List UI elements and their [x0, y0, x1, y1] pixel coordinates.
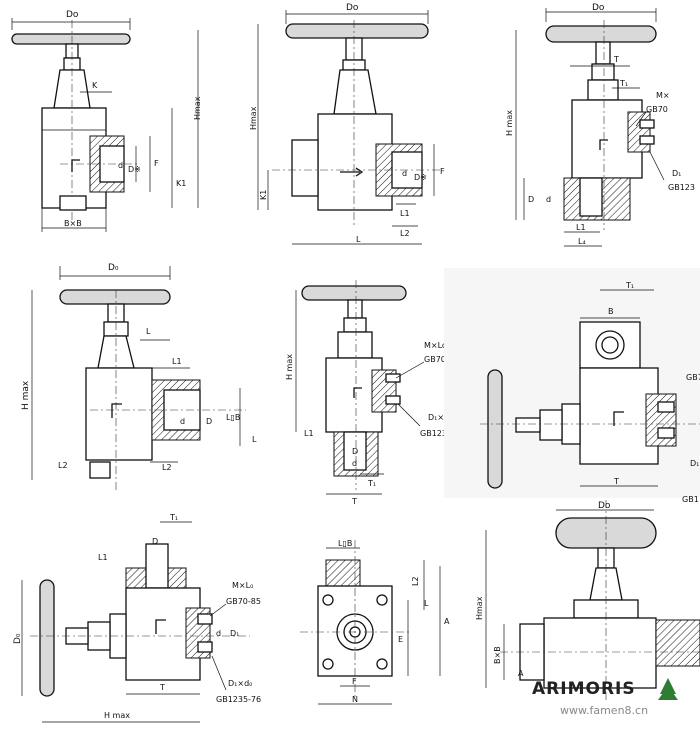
watermark: ARIMORIS www.famen8.cn: [532, 678, 678, 717]
label-l4-3: L₄: [578, 237, 586, 246]
label-l1-5: L1: [304, 429, 314, 438]
label-t1-3: T₁: [619, 79, 628, 88]
label-d1-3: D₁: [672, 169, 681, 178]
label-d0-4: D₀: [108, 263, 119, 273]
panel-side-valve-2: T₁ D d L1 M×L₀ GB70-85 d D₁ D₁×d₀ GB1235…: [13, 513, 261, 723]
panel-flange-view: L▯B F N E L2 L A: [300, 539, 450, 705]
watermark-url: www.famen8.cn: [560, 704, 648, 717]
label-dx-2: D※: [414, 173, 427, 182]
label-l-4b: L: [252, 435, 257, 444]
label-f-2: F: [440, 167, 445, 176]
label-dx-1: D※: [128, 165, 141, 174]
panel-needle-valve-2: M×Lo GB70-85 D₁×do GB1235-76 D d T₁ T L1…: [285, 280, 465, 506]
label-gb123576-7: GB1235-76: [216, 695, 261, 704]
label-do-7: D₀: [13, 633, 23, 644]
label-llb-8: L▯B: [338, 539, 352, 548]
label-k1-1: K1: [176, 179, 186, 188]
label-f-1: F: [154, 159, 159, 168]
label-do: Do: [66, 10, 79, 20]
label-gb7085-5: GB70-85: [424, 355, 459, 364]
label-do-9: Do: [598, 501, 611, 511]
label-l2-2: L2: [400, 229, 410, 238]
label-l1-2: L1: [400, 209, 410, 218]
label-hmax-5: H max: [285, 354, 294, 380]
label-k-1: K: [92, 81, 98, 90]
label-l1-3: L1: [576, 223, 586, 232]
label-hmax-9: Hmax: [475, 596, 484, 620]
label-gb7085-7: GB70-85: [226, 597, 261, 606]
label-hmax-7: H max: [104, 711, 130, 720]
label-t-7: T: [159, 683, 165, 692]
label-b-6: B: [608, 307, 614, 316]
label-gb1235-5: GB1235-76: [420, 429, 465, 438]
label-D1-7: D₁: [230, 629, 239, 638]
panel-side-valve-1: T₁ B GB70 D₁ GB1 T: [444, 268, 700, 504]
label-l1-4: L1: [172, 357, 182, 366]
label-hmax-3: H max: [505, 110, 514, 136]
label-l2-8: L2: [411, 576, 420, 586]
label-l2-4a: L2: [58, 461, 68, 470]
label-mxlo-5: M×Lo: [424, 341, 447, 350]
label-l-4: L: [146, 327, 151, 336]
label-l2-4b: L2: [162, 463, 172, 472]
label-t-5: T: [351, 497, 357, 506]
label-mxl0-7: M×L₀: [232, 581, 253, 590]
label-hmax-4: H max: [21, 380, 31, 410]
label-d-4: d: [180, 417, 185, 426]
label-gb70-3: GB70: [646, 105, 668, 114]
label-d-2: d: [402, 169, 407, 178]
label-D-5: D: [352, 447, 358, 456]
label-d-big-3: D: [528, 195, 534, 204]
label-D-4: D: [206, 417, 212, 426]
label-l-8: L: [424, 599, 429, 608]
label-d1xd0-7: D₁×d₀: [228, 679, 252, 688]
label-D-7: D: [152, 537, 158, 546]
label-t1-6: T₁: [625, 281, 634, 290]
label-hmax-2: Hmax: [249, 106, 258, 130]
label-do-2: Do: [346, 3, 359, 13]
label-a-9: A: [518, 669, 524, 678]
label-d-1: d: [118, 161, 123, 170]
label-bxb-9: B×B: [493, 646, 502, 664]
label-n-8: N: [352, 695, 358, 704]
label-k1-2: K1: [259, 190, 268, 200]
panel-angle-valve-1: Do B×B D※ d F K1 K Hmax: [11, 10, 202, 232]
label-t-6: T: [613, 477, 619, 486]
panel-needle-valve-1: Do T T₁ M× GB70 D₁ GB123 D d L1 L₄ H max: [505, 3, 695, 247]
panel-straight-valve: Do K1 d D※ F L1 L2 L Hmax: [249, 3, 445, 245]
label-d-5: d: [352, 459, 357, 468]
label-mx-3: M×: [656, 91, 670, 100]
label-gb123-3: GB123: [668, 183, 695, 192]
label-e-8: E: [398, 635, 403, 644]
label-t1-5: T₁: [367, 479, 376, 488]
watermark-brand: ARIMORIS: [532, 679, 636, 699]
label-l1-7: L1: [98, 553, 108, 562]
label-d1-6: D₁: [690, 459, 699, 468]
label-do-3: Do: [592, 3, 605, 13]
label-l-2: L: [356, 235, 361, 244]
label-d-small-3: d: [546, 195, 551, 204]
label-t1-7: T₁: [169, 513, 178, 522]
label-llb-4: L▯B: [226, 413, 240, 422]
label-hmax-1: Hmax: [193, 96, 202, 120]
panel-angle-valve-2: D₀ L L1 d D L▯B L L2 L2 H max: [21, 263, 257, 490]
tree-logo-icon: [658, 678, 678, 700]
label-t-3: T: [613, 55, 619, 64]
panel-flanged-valve: Do Hmax B×B A: [475, 500, 700, 700]
label-gb-6: GB70: [686, 373, 700, 382]
label-d-7b: d: [216, 629, 221, 638]
label-f-8: F: [352, 677, 357, 686]
label-d1xdo-5: D₁×do: [428, 413, 454, 422]
label-a-8: A: [444, 617, 450, 626]
label-gb1-6: GB1: [682, 495, 699, 504]
label-bxb: B×B: [64, 219, 82, 228]
